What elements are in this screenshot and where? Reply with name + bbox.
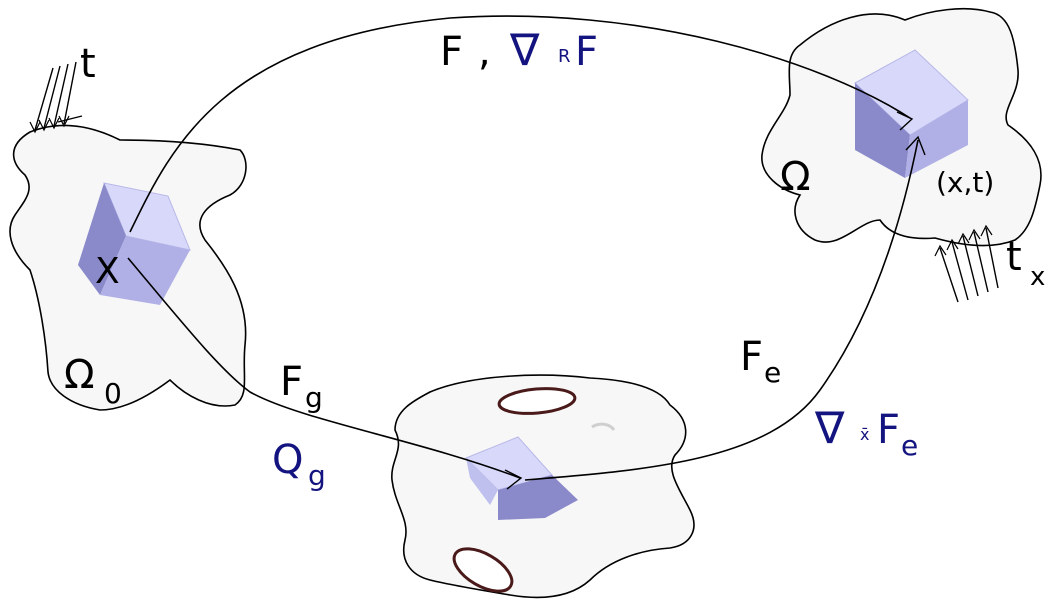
traction-arrows-reference [29,61,83,134]
label-nabla-x-F: F [877,407,900,453]
label-separator: , [478,29,491,75]
label-Omega-current: Ω [780,154,811,200]
label-nabla-x: ∇ [814,403,845,454]
label-Qg: Q [272,437,303,483]
reference-cube [78,182,191,305]
arrowhead-growth [504,469,523,490]
label-Fe: F [740,334,763,380]
label-Omega-reference-sub: 0 [104,377,122,410]
label-nabla-R: ∇ [509,25,540,76]
label-nabla-x-F-sub: e [901,429,918,462]
label-Fg-sub: g [305,381,323,414]
label-t-current: t [1006,234,1022,280]
intermediate-cube [465,436,578,520]
label-Qg-sub: g [308,459,326,492]
label-X: X [95,251,120,292]
label-nabla-R-sub: R [558,46,571,67]
label-Omega-reference: Ω [64,352,95,398]
label-nabla-R-F: F [575,29,598,75]
traction-arrows-current [934,224,999,303]
label-t-current-sub: x [1030,262,1045,292]
label-nabla-x-sub: x̄ [860,425,869,444]
current-cube [854,49,969,178]
label-Fg: F [280,359,303,405]
hole-top [497,387,577,415]
growth-map-curve [127,257,521,479]
hole-bottom [452,547,514,593]
label-Fe-sub: e [764,356,781,389]
arrowhead-deformation [896,111,914,131]
deformation-map-curve [129,15,911,233]
elastic-map-curve [524,139,919,481]
label-spatial-point: (x,t) [936,166,994,199]
label-t-reference: t [80,41,96,87]
notch-mark [591,422,616,431]
label-F-top: F [440,29,463,75]
arrowhead-elastic [905,135,926,156]
